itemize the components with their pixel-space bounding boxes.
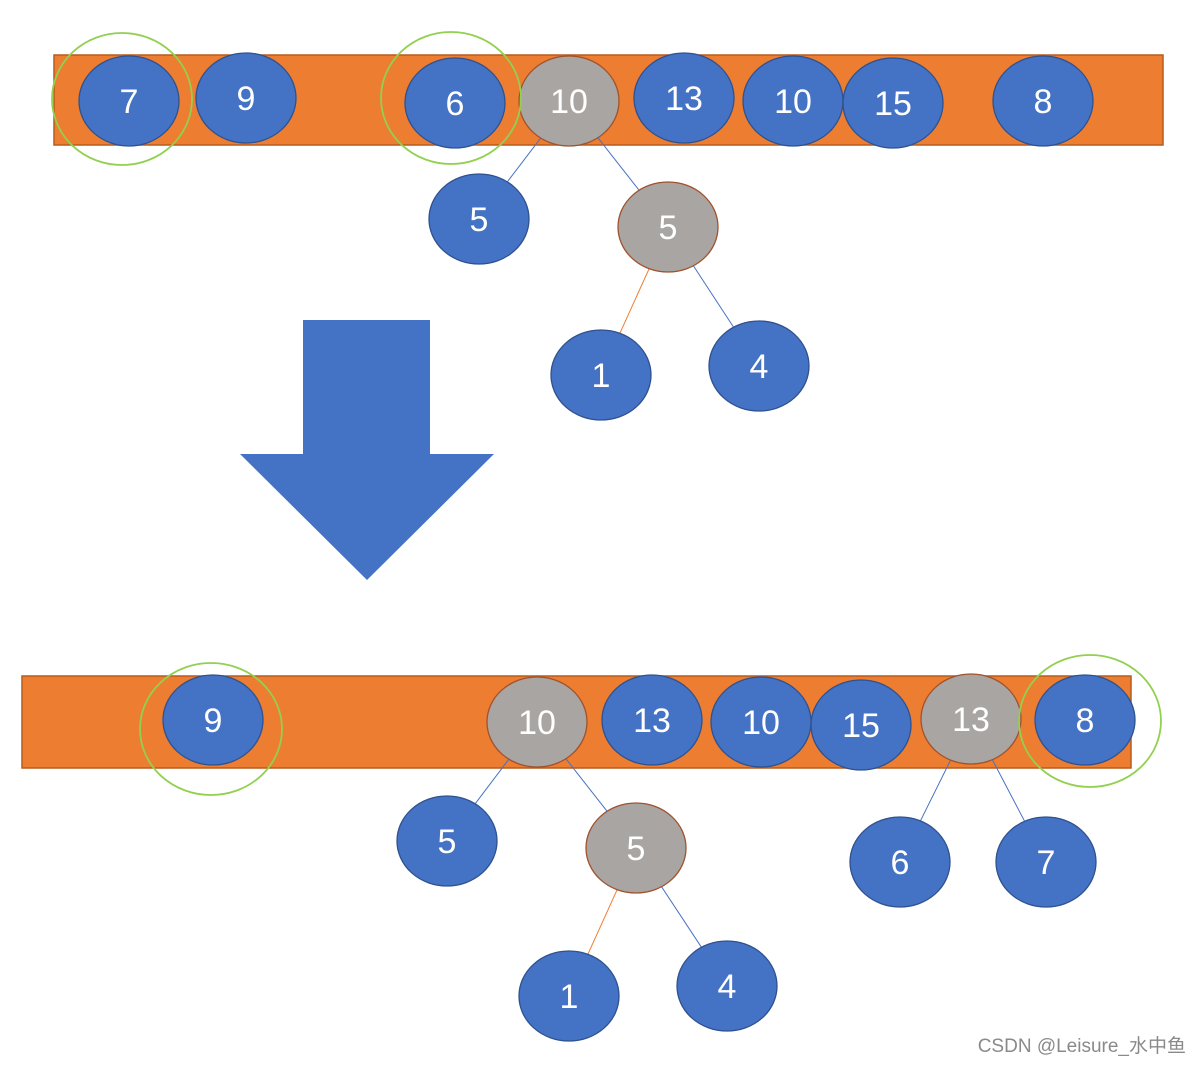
tree-child-node: 5 — [396, 795, 498, 887]
node-circle — [1034, 674, 1136, 766]
node-value-label: 7 — [120, 83, 139, 121]
array-node: 9 — [162, 674, 264, 766]
node-value-label: 6 — [446, 85, 465, 123]
before-edges — [506, 137, 735, 334]
node-circle — [842, 57, 944, 149]
merged-root-node: 10 — [486, 676, 588, 768]
node-circle — [708, 320, 810, 412]
node-circle — [486, 676, 588, 768]
node-value-label: 9 — [237, 80, 256, 118]
node-value-label: 10 — [518, 704, 556, 742]
array-node: 8 — [992, 55, 1094, 147]
node-value-label: 15 — [842, 707, 880, 745]
node-value-label: 13 — [665, 80, 703, 118]
node-circle — [162, 674, 264, 766]
merged-root-node: 5 — [585, 802, 687, 894]
node-circle — [617, 181, 719, 273]
node-value-label: 5 — [438, 823, 457, 861]
array-node: 13 — [633, 52, 735, 144]
node-value-label: 5 — [470, 201, 489, 239]
tree-child-node: 6 — [849, 816, 951, 908]
node-value-label: 4 — [718, 968, 737, 1006]
down-arrow-icon — [240, 320, 494, 580]
tree-edge — [565, 758, 608, 812]
tree-edge — [919, 759, 952, 822]
node-circle — [633, 52, 735, 144]
node-value-label: 10 — [550, 83, 588, 121]
node-circle — [849, 816, 951, 908]
tree-edge — [506, 137, 542, 183]
node-value-label: 10 — [742, 704, 780, 742]
node-value-label: 5 — [659, 209, 678, 247]
node-circle — [195, 52, 297, 144]
array-node: 15 — [842, 57, 944, 149]
node-value-label: 7 — [1037, 844, 1056, 882]
node-circle — [78, 55, 180, 147]
tree-child-node: 5 — [428, 173, 530, 265]
node-circle — [428, 173, 530, 265]
node-circle — [585, 802, 687, 894]
tree-edge — [597, 137, 640, 191]
tree-child-node: 4 — [708, 320, 810, 412]
node-value-label: 1 — [592, 357, 611, 395]
highlight-ring — [1018, 654, 1162, 788]
node-value-label: 1 — [560, 978, 579, 1016]
tree-child-node: 7 — [995, 816, 1097, 908]
node-value-label: 4 — [750, 348, 769, 386]
node-circle — [550, 329, 652, 421]
node-value-label: 9 — [204, 702, 223, 740]
highlight-ring — [51, 32, 193, 166]
merged-root-node: 13 — [920, 673, 1022, 765]
after-edges — [474, 758, 1026, 955]
node-circle — [601, 674, 703, 766]
merged-root-node: 10 — [518, 55, 620, 147]
node-circle — [920, 673, 1022, 765]
node-circle — [396, 795, 498, 887]
node-circle — [518, 950, 620, 1042]
tree-edge — [991, 759, 1026, 822]
tree-edge — [661, 886, 702, 948]
tree-edge — [619, 268, 650, 334]
array-node: 8 — [1034, 674, 1136, 766]
node-circle — [404, 57, 506, 149]
node-circle — [992, 55, 1094, 147]
before-highlight-rings — [51, 31, 522, 166]
highlight-ring — [380, 31, 522, 165]
node-value-label: 8 — [1076, 702, 1095, 740]
node-value-label: 8 — [1034, 83, 1053, 121]
array-node: 6 — [404, 57, 506, 149]
tree-child-node: 1 — [550, 329, 652, 421]
tree-edge — [692, 265, 735, 328]
node-value-label: 5 — [627, 830, 646, 868]
node-circle — [810, 679, 912, 771]
array-node: 13 — [601, 674, 703, 766]
node-circle — [995, 816, 1097, 908]
after-highlight-rings — [139, 654, 1162, 796]
array-node: 10 — [710, 676, 812, 768]
tree-child-node: 1 — [518, 950, 620, 1042]
after-nodes: 9 10 13 10 15 13 8 5 5 1 4 6 7 — [162, 673, 1136, 1042]
tree-child-node: 4 — [676, 940, 778, 1032]
node-value-label: 10 — [774, 83, 812, 121]
after-state: 9 10 13 10 15 13 8 5 5 1 4 6 7 — [21, 654, 1162, 1042]
merged-root-node: 5 — [617, 181, 719, 273]
node-circle — [676, 940, 778, 1032]
node-value-label: 13 — [633, 702, 671, 740]
tree-edge — [474, 758, 510, 805]
before-state: 7 9 6 10 13 10 15 8 5 5 1 4 — [51, 31, 1164, 421]
array-node: 15 — [810, 679, 912, 771]
highlight-ring — [139, 662, 283, 796]
node-circle — [518, 55, 620, 147]
before-nodes: 7 9 6 10 13 10 15 8 5 5 1 4 — [78, 52, 1094, 421]
node-value-label: 13 — [952, 701, 990, 739]
array-node: 9 — [195, 52, 297, 144]
node-value-label: 15 — [874, 85, 912, 123]
tree-edge — [587, 889, 618, 955]
array-node: 10 — [742, 55, 844, 147]
array-node: 7 — [78, 55, 180, 147]
node-value-label: 6 — [891, 844, 910, 882]
watermark-text: CSDN @Leisure_水中鱼 — [977, 1036, 1186, 1057]
